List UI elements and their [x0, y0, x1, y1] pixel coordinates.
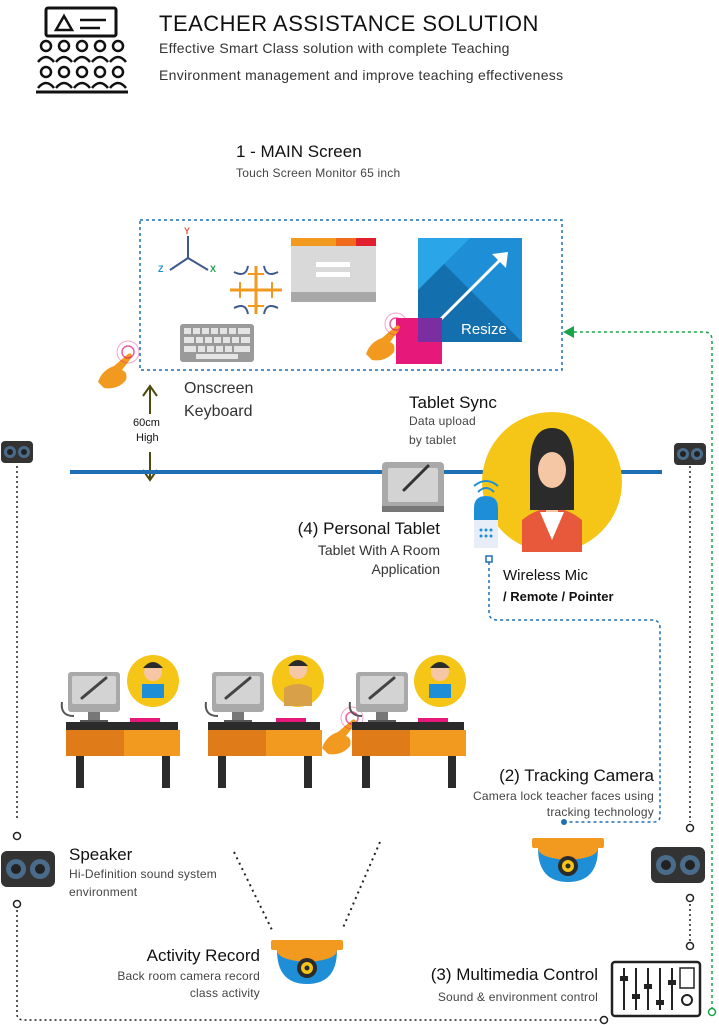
resize-label: Resize [461, 321, 507, 338]
speaker-icon [1, 441, 33, 463]
crosshair-icon [230, 265, 282, 315]
mic-connection-line [488, 562, 661, 823]
student-desk-icon [348, 655, 466, 788]
personal-tablet-line2: Application [371, 561, 441, 577]
tracking-camera-line1: Camera lock teacher faces using [473, 789, 654, 803]
tracking-camera-line2: tracking technology [546, 805, 654, 819]
activity-record-title: Activity Record [146, 946, 260, 965]
student-desk-icon [204, 655, 324, 788]
personal-tablet-line1: Tablet With A Room [317, 542, 440, 558]
keyboard-icon [180, 324, 254, 362]
tablet-sync-title: Tablet Sync [409, 393, 497, 412]
main-screen-frame [139, 219, 563, 371]
axis-icon [169, 236, 209, 271]
speaker-icon [674, 443, 706, 465]
speaker-line2: environment [69, 885, 138, 899]
resize-icon [396, 238, 522, 364]
tablet-sync-line1: Data upload [409, 414, 476, 428]
wireless-mic-line1: Wireless Mic [503, 567, 588, 584]
teacher-icon [482, 412, 622, 552]
speaker-title: Speaker [69, 845, 133, 864]
student-desk-icon [60, 655, 180, 788]
main-screen-title: 1 - MAIN Screen [236, 142, 362, 161]
mixer-icon [610, 960, 702, 1018]
personal-tablet-title: (4) Personal Tablet [297, 519, 440, 538]
page-title: TEACHER ASSISTANCE SOLUTION [159, 11, 539, 36]
height-label-line1: 60cm [133, 417, 160, 429]
page-subtitle-line2: Environment management and improve teach… [159, 67, 564, 83]
multimedia-control-title: (3) Multimedia Control [430, 965, 598, 984]
wireless-mic-line2: / Remote / Pointer [503, 589, 614, 604]
main-screen-subtitle: Touch Screen Monitor 65 inch [236, 166, 401, 180]
axis-label-x: X [210, 264, 217, 274]
height-label-line2: High [136, 432, 159, 444]
onscreen-keyboard-label-line1: Onscreen [184, 380, 254, 397]
tablet-pen-icon [382, 462, 444, 512]
wireless-mic-icon [473, 480, 499, 563]
speaker-icon [1, 851, 55, 887]
speaker-icon [651, 847, 705, 883]
axis-label-y: Y [184, 226, 191, 236]
axis-label-z: Z [158, 264, 164, 274]
activity-record-line1: Back room camera record [117, 969, 260, 983]
dome-camera-icon [271, 940, 343, 984]
classroom-icon [36, 6, 128, 94]
multimedia-control-line1: Sound & environment control [437, 990, 598, 1004]
onscreen-keyboard-label-line2: Keyboard [184, 403, 253, 420]
page-subtitle-line1: Effective Smart Class solution with comp… [159, 40, 510, 56]
tablet-sync-line2: by tablet [409, 433, 457, 447]
activity-record-line2: class activity [189, 986, 260, 1000]
window-icon [291, 238, 376, 302]
speaker-line1: Hi-Definition sound system [69, 867, 217, 881]
dome-camera-icon [532, 838, 604, 882]
touch-hand-icon [97, 340, 140, 390]
tracking-camera-title: (2) Tracking Camera [499, 766, 654, 785]
